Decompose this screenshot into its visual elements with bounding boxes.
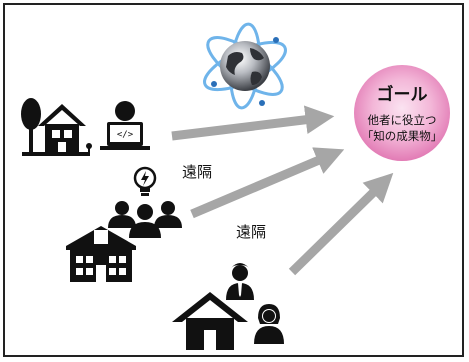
arrow-middle (190, 147, 345, 219)
lightbulb-idea-icon (133, 166, 157, 196)
school-building-icon (66, 226, 136, 282)
arrow-bottom (288, 172, 394, 276)
person-at-laptop-icon: </> (100, 101, 150, 150)
goal-circle (354, 65, 450, 161)
goal-line-2: 「知の成果物」 (362, 129, 443, 143)
goal-title: ゴール (377, 84, 428, 105)
flow-arrows (171, 105, 394, 276)
remote-label-lower: 遠隔 (236, 223, 266, 241)
woman-icon (254, 304, 284, 344)
goal-line-1: 他者に役立つ (368, 113, 437, 127)
team-group-icon (108, 201, 182, 238)
man-icon (226, 263, 254, 300)
home-icon (172, 292, 248, 350)
remote-label-upper: 遠隔 (182, 163, 212, 181)
svg-text:</>: </> (117, 130, 134, 140)
arrow-top (171, 105, 335, 141)
globe-network-icon (203, 22, 287, 110)
house-with-tree-icon (21, 98, 92, 156)
